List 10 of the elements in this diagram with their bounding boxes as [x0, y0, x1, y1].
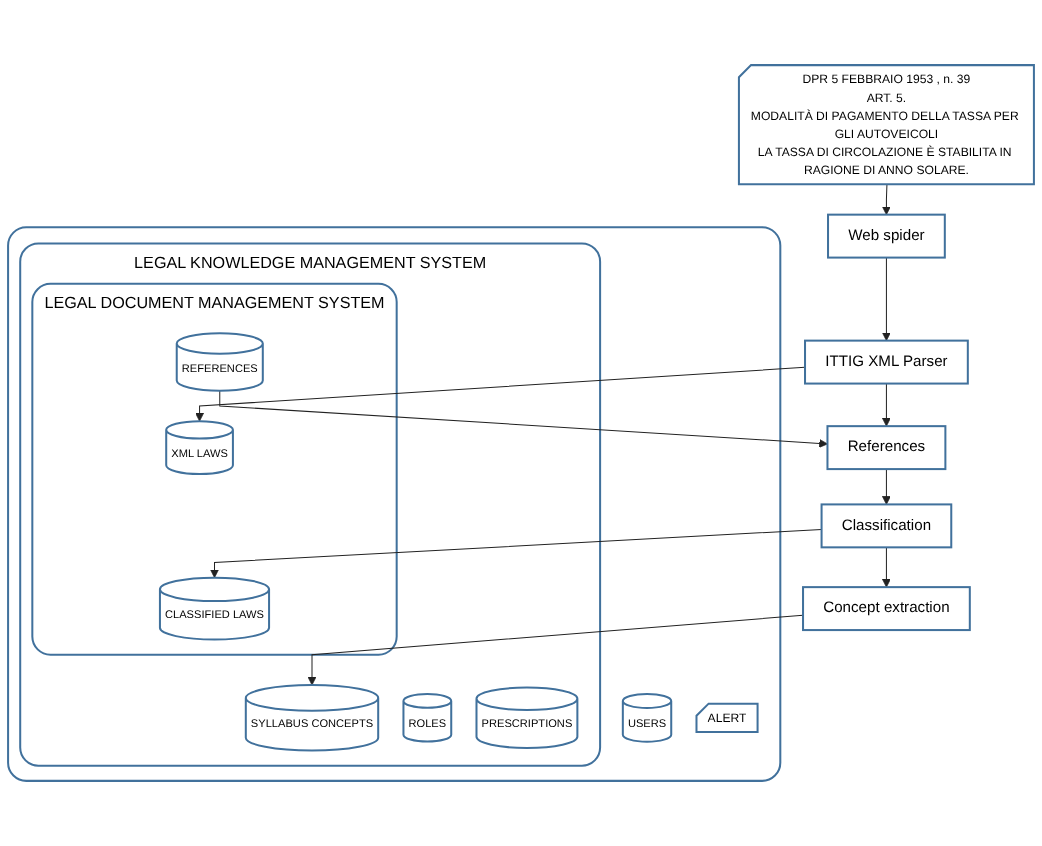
- cluster: [7, 226, 782, 782]
- arrow: [210, 528, 823, 579]
- arrow: [882, 184, 891, 216]
- arrow: [307, 614, 804, 686]
- arrow: [882, 468, 891, 505]
- arrow: [219, 390, 828, 448]
- arrow: [882, 383, 891, 427]
- arrow: [882, 546, 891, 588]
- arrow: [882, 257, 891, 342]
- arrow: [195, 366, 806, 422]
